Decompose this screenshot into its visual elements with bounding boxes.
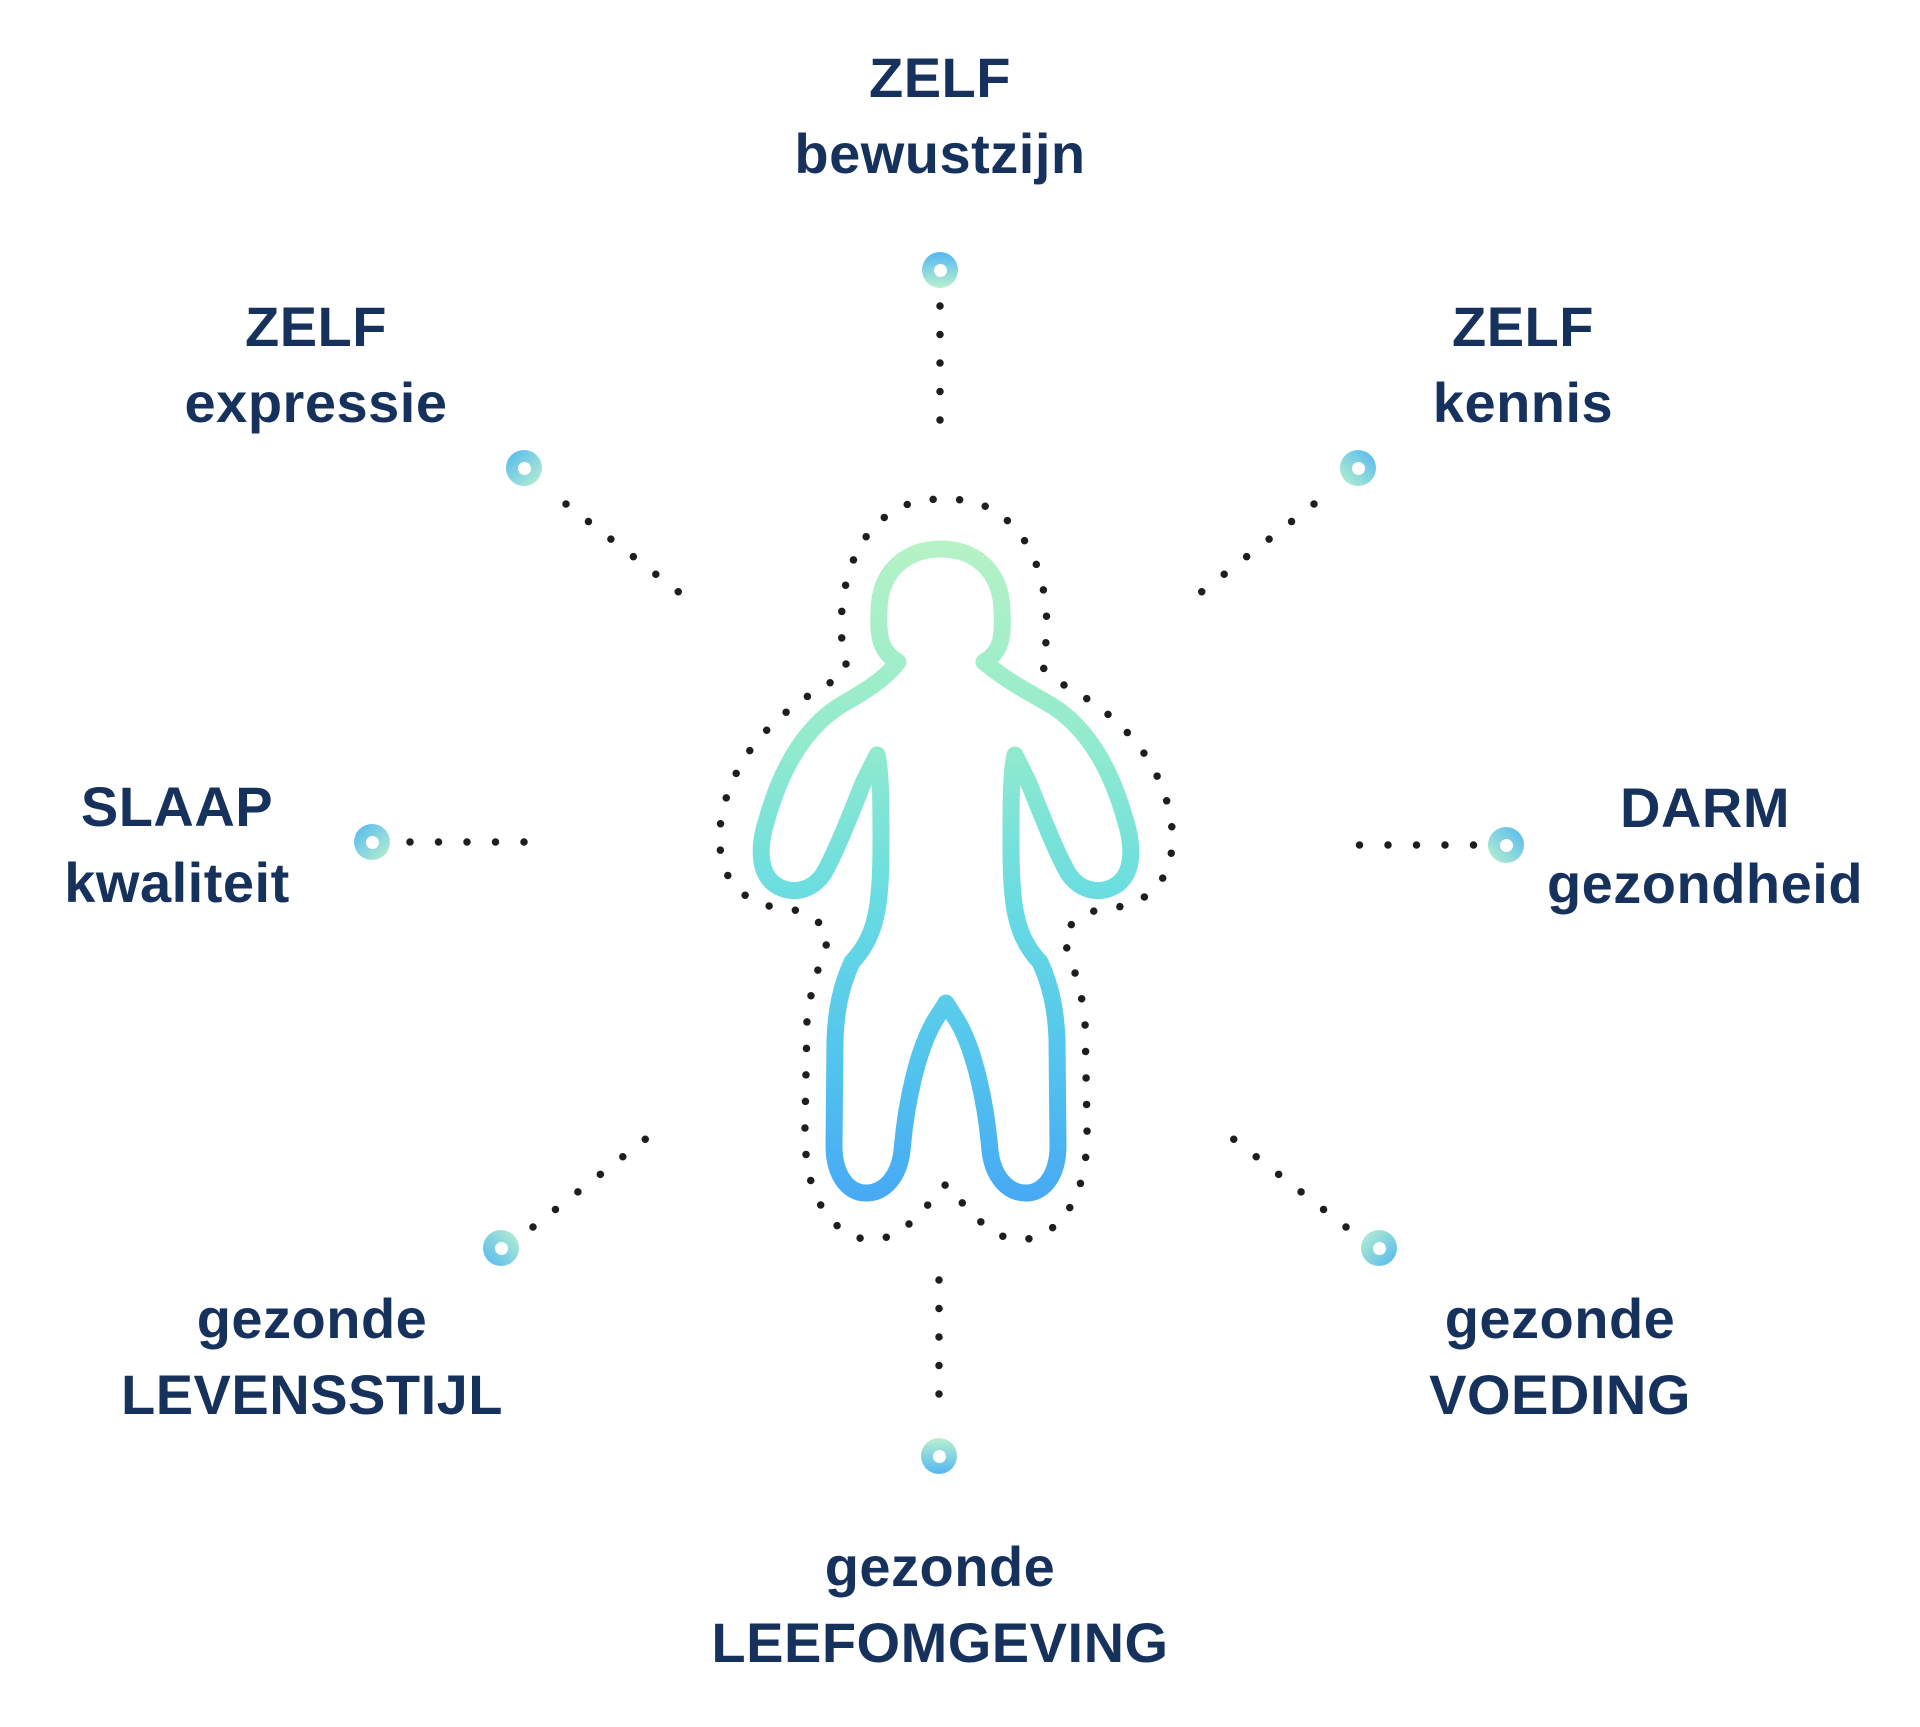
- label-line-primary: gezonde: [824, 1535, 1056, 1598]
- label-line-secondary: LEEFOMGEVING: [711, 1611, 1169, 1674]
- bead-hole: [1372, 1241, 1386, 1255]
- node-bead-bottom-right: [1361, 1230, 1397, 1266]
- label-line-secondary: expressie: [184, 371, 448, 434]
- label-line-secondary: gezondheid: [1546, 852, 1864, 915]
- label-line-primary: gezonde: [196, 1287, 428, 1350]
- bead-hole: [932, 1449, 946, 1463]
- ray-top-left: [562, 500, 683, 596]
- ray-bottom-left: [529, 1135, 650, 1231]
- node-bead-right: [1488, 827, 1524, 863]
- bead-hole: [517, 461, 531, 475]
- ray-bottom-right: [1229, 1135, 1350, 1231]
- label-line-primary: ZELF: [245, 295, 387, 358]
- label-gezonde-voeding: gezonde VOEDING: [1250, 1281, 1870, 1433]
- label-line-secondary: VOEDING: [1429, 1363, 1691, 1426]
- node-bead-bottom-left: [483, 1230, 519, 1266]
- bead-hole: [933, 263, 947, 277]
- label-zelf-bewustzijn: ZELF bewustzijn: [630, 40, 1250, 192]
- label-line-primary: gezonde: [1444, 1287, 1676, 1350]
- label-line-secondary: kwaliteit: [64, 851, 290, 914]
- label-line-primary: ZELF: [1452, 295, 1594, 358]
- label-line-primary: SLAAP: [80, 775, 274, 838]
- connector-rays: [406, 302, 1478, 1427]
- ray-top-right: [1197, 500, 1318, 596]
- label-line-secondary: bewustzijn: [794, 122, 1086, 185]
- node-bead-left: [354, 824, 390, 860]
- label-line-primary: ZELF: [869, 46, 1011, 109]
- person-outline-icon: [752, 540, 1140, 1202]
- label-line-secondary: LEVENSSTIJL: [120, 1363, 504, 1426]
- node-bead-top-left: [506, 450, 542, 486]
- bead-hole: [1499, 838, 1513, 852]
- label-slaap-kwaliteit: SLAAP kwaliteit: [0, 769, 487, 921]
- node-bead-bottom: [921, 1438, 957, 1474]
- label-gezonde-levensstijl: gezonde LEVENSSTIJL: [2, 1281, 622, 1433]
- label-line-primary: DARM: [1620, 776, 1790, 839]
- aura-dotted-outline: [715, 495, 1177, 1244]
- label-line-secondary: kennis: [1432, 371, 1614, 434]
- bead-hole: [365, 835, 379, 849]
- node-bead-top-right: [1340, 450, 1376, 486]
- label-darm-gezondheid: DARM gezondheid: [1395, 770, 1920, 922]
- bead-hole: [1351, 461, 1365, 475]
- bead-hole: [494, 1241, 508, 1255]
- node-bead-top: [922, 252, 958, 288]
- label-zelf-expressie: ZELF expressie: [6, 289, 626, 441]
- label-gezonde-leefomgeving: gezonde LEEFOMGEVING: [630, 1529, 1250, 1681]
- label-zelf-kennis: ZELF kennis: [1213, 289, 1833, 441]
